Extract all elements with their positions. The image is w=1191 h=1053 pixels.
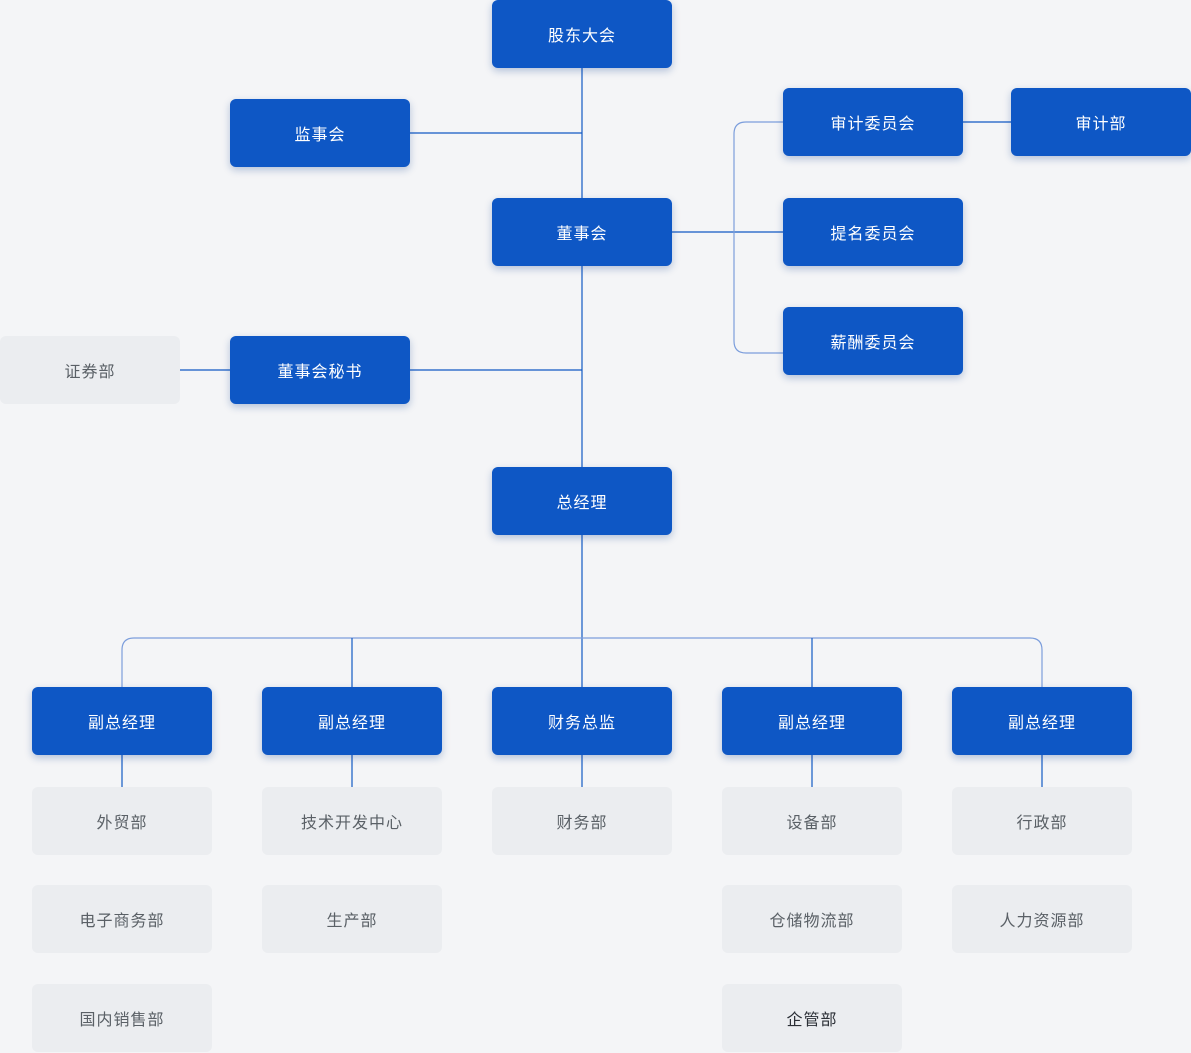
org-node-shareholders-meeting[interactable]: 股东大会 <box>492 0 672 68</box>
org-node-label: 外贸部 <box>96 815 148 832</box>
org-node-label: 股东大会 <box>547 28 616 45</box>
org-node-label: 审计部 <box>1075 116 1127 133</box>
org-node-label: 人力资源部 <box>999 913 1085 930</box>
org-node-deputy-gm-3[interactable]: 副总经理 <box>722 687 902 755</box>
org-node-label: 设备部 <box>786 815 838 832</box>
org-node-label: 财务部 <box>556 815 608 832</box>
org-node-ecommerce-dept[interactable]: 电子商务部 <box>32 885 212 953</box>
org-node-label: 薪酬委员会 <box>830 335 916 352</box>
org-node-finance-director[interactable]: 财务总监 <box>492 687 672 755</box>
org-node-audit-department[interactable]: 审计部 <box>1011 88 1191 156</box>
org-node-general-manager[interactable]: 总经理 <box>492 467 672 535</box>
org-node-equipment-dept[interactable]: 设备部 <box>722 787 902 855</box>
org-node-label: 监事会 <box>294 127 346 144</box>
org-node-label: 仓储物流部 <box>769 913 855 930</box>
org-node-supervisory-board[interactable]: 监事会 <box>230 99 410 167</box>
org-node-label: 财务总监 <box>547 715 616 732</box>
org-node-admin-dept[interactable]: 行政部 <box>952 787 1132 855</box>
connector-gm-bus <box>121 637 1043 687</box>
org-node-board-secretary[interactable]: 董事会秘书 <box>230 336 410 404</box>
org-node-label: 总经理 <box>556 495 608 512</box>
org-node-nomination-committee[interactable]: 提名委员会 <box>783 198 963 266</box>
org-node-label: 证券部 <box>64 364 116 381</box>
org-node-warehouse-logistics-dept[interactable]: 仓储物流部 <box>722 885 902 953</box>
org-node-label: 审计委员会 <box>830 116 916 133</box>
org-node-hr-dept[interactable]: 人力资源部 <box>952 885 1132 953</box>
org-node-foreign-trade-dept[interactable]: 外贸部 <box>32 787 212 855</box>
org-node-label: 副总经理 <box>87 715 156 732</box>
org-node-production-dept[interactable]: 生产部 <box>262 885 442 953</box>
org-node-label: 董事会 <box>556 226 608 243</box>
org-node-compensation-committee[interactable]: 薪酬委员会 <box>783 307 963 375</box>
org-node-label: 技术开发中心 <box>300 815 403 832</box>
connector-committee-bracket <box>733 121 783 354</box>
org-node-securities-department[interactable]: 证券部 <box>0 336 180 404</box>
org-node-label: 副总经理 <box>777 715 846 732</box>
org-node-finance-dept[interactable]: 财务部 <box>492 787 672 855</box>
org-node-label: 董事会秘书 <box>277 364 363 381</box>
org-node-label: 副总经理 <box>1007 715 1076 732</box>
org-node-label: 提名委员会 <box>830 226 916 243</box>
org-node-label: 生产部 <box>326 913 378 930</box>
org-node-label: 企管部 <box>786 1012 838 1029</box>
org-node-tech-dev-center[interactable]: 技术开发中心 <box>262 787 442 855</box>
org-node-deputy-gm-4[interactable]: 副总经理 <box>952 687 1132 755</box>
org-node-label: 副总经理 <box>317 715 386 732</box>
org-node-label: 国内销售部 <box>79 1012 165 1029</box>
org-node-enterprise-mgmt-dept[interactable]: 企管部 <box>722 984 902 1052</box>
org-node-audit-committee[interactable]: 审计委员会 <box>783 88 963 156</box>
org-node-label: 行政部 <box>1016 815 1068 832</box>
org-node-label: 电子商务部 <box>79 913 165 930</box>
org-node-deputy-gm-2[interactable]: 副总经理 <box>262 687 442 755</box>
org-node-domestic-sales-dept[interactable]: 国内销售部 <box>32 984 212 1052</box>
org-node-board-of-directors[interactable]: 董事会 <box>492 198 672 266</box>
org-node-deputy-gm-1[interactable]: 副总经理 <box>32 687 212 755</box>
